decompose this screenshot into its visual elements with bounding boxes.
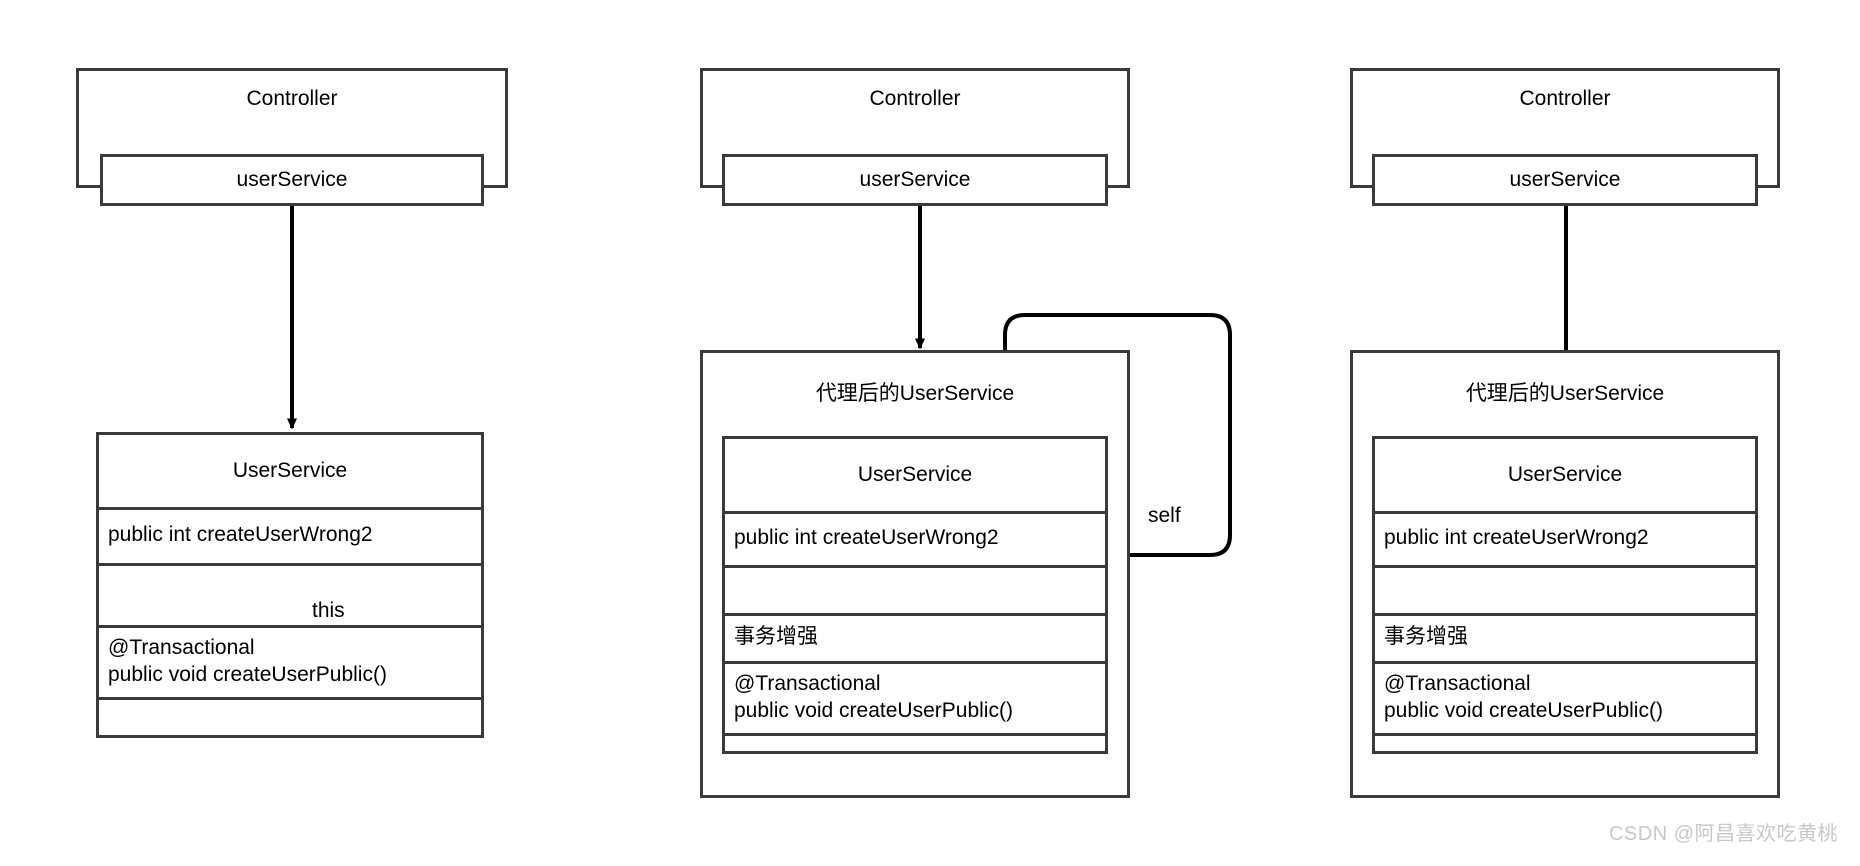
service-row-0-d2: public int createUserWrong2 — [734, 526, 999, 550]
proxy-title-d2: 代理后的UserService — [815, 381, 1015, 405]
service-row-2-d3: 事务增强 — [1384, 625, 1468, 649]
service-row-4-d3 — [1375, 733, 1755, 751]
service-row-0-d3: public int createUserWrong2 — [1384, 526, 1649, 550]
service-title-d2: UserService — [857, 462, 973, 486]
service-divider-4-d2 — [725, 661, 1105, 664]
service-row-3-d2: @Transactional public void createUserPub… — [734, 671, 1013, 722]
service-row-2-d2: 事务增强 — [734, 625, 818, 649]
service-row-0-d1: public int createUserWrong2 — [108, 523, 373, 547]
service-divider-1-d1 — [99, 507, 481, 510]
controller-title-d1: Controller — [246, 86, 338, 110]
service-row-3-d3: @Transactional public void createUserPub… — [1384, 671, 1663, 722]
controller-field-box-d2: userService — [722, 154, 1108, 206]
service-divider-2-d3 — [1375, 565, 1755, 568]
edge-label-this-d1: this — [312, 599, 345, 622]
watermark: CSDN @阿昌喜欢吃黄桃 — [1608, 823, 1838, 845]
controller-field-label-d2: userService — [859, 167, 971, 191]
service-divider-1-d2 — [725, 511, 1105, 514]
controller-title-d3: Controller — [1519, 86, 1611, 110]
service-divider-3-d2 — [725, 613, 1105, 616]
service-box-d3: UserService public int createUserWrong2 … — [1372, 436, 1758, 754]
service-row-1-d2 — [725, 565, 1105, 613]
service-divider-5-d2 — [725, 733, 1105, 736]
controller-title-d2: Controller — [869, 86, 961, 110]
service-row-1-d1 — [99, 563, 481, 625]
service-divider-1-d3 — [1375, 511, 1755, 514]
service-divider-5-d3 — [1375, 733, 1755, 736]
service-divider-2-d2 — [725, 565, 1105, 568]
controller-field-box-d1: userService — [100, 154, 484, 206]
service-title-d1: UserService — [232, 458, 348, 482]
service-row-2-d1: @Transactional public void createUserPub… — [108, 635, 387, 686]
controller-field-label-d3: userService — [1509, 167, 1621, 191]
service-box-d1: UserService public int createUserWrong2 … — [96, 432, 484, 738]
service-divider-4-d3 — [1375, 661, 1755, 664]
service-row-3-d1 — [99, 697, 481, 735]
service-divider-3-d3 — [1375, 613, 1755, 616]
edge-label-self-d2: self — [1148, 504, 1181, 527]
edge-self-loop-d2 — [1000, 313, 1232, 617]
controller-field-label-d1: userService — [236, 167, 348, 191]
controller-field-box-d3: userService — [1372, 154, 1758, 206]
service-box-d2: UserService public int createUserWrong2 … — [722, 436, 1108, 754]
service-row-4-d2 — [725, 733, 1105, 751]
proxy-title-d3: 代理后的UserService — [1465, 381, 1665, 405]
service-divider-4-d1 — [99, 697, 481, 700]
service-row-1-d3 — [1375, 565, 1755, 613]
service-title-d3: UserService — [1507, 462, 1623, 486]
service-divider-2-d1 — [99, 563, 481, 566]
service-divider-3-d1 — [99, 625, 481, 628]
